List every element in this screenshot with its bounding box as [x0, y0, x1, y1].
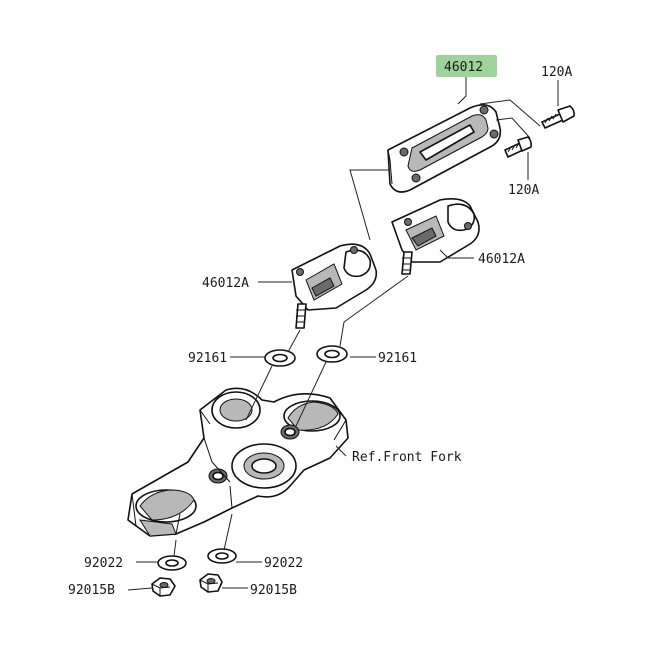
label-holder-left-46012A[interactable]: 46012A — [202, 276, 249, 291]
nut-left-92015B — [151, 577, 176, 597]
washer-bottom-left-92022 — [157, 555, 187, 571]
label-nut-left-92015B[interactable]: 92015B — [68, 583, 115, 598]
highlight-box-46012 — [436, 55, 497, 77]
label-washer-bottom-right-92022[interactable]: 92022 — [264, 556, 303, 571]
washer-bottom-right-92022 — [207, 548, 237, 564]
washer-left-92161 — [264, 349, 296, 367]
bolt-upper-120A — [541, 105, 575, 129]
upper-bracket — [127, 387, 349, 537]
washer-right-92161 — [316, 345, 348, 363]
holder-right-46012A — [391, 198, 480, 275]
label-washer-bottom-left-92022[interactable]: 92022 — [84, 556, 123, 571]
label-washer-left-92161[interactable]: 92161 — [188, 351, 227, 366]
upper-clamp-46012 — [387, 104, 502, 193]
bolt-lower-120A — [504, 136, 532, 158]
holder-left-46012A — [291, 243, 378, 329]
leader-lines — [127, 76, 559, 591]
label-46012[interactable]: 46012 — [444, 60, 483, 75]
label-nut-right-92015B[interactable]: 92015B — [250, 583, 297, 598]
nut-right-92015B — [199, 573, 223, 593]
label-bolt-upper-120A[interactable]: 120A — [541, 65, 572, 80]
label-ref-front-fork[interactable]: Ref.Front Fork — [352, 450, 462, 465]
label-bolt-lower-120A[interactable]: 120A — [508, 183, 539, 198]
label-washer-right-92161[interactable]: 92161 — [378, 351, 417, 366]
label-holder-right-46012A[interactable]: 46012A — [478, 252, 525, 267]
